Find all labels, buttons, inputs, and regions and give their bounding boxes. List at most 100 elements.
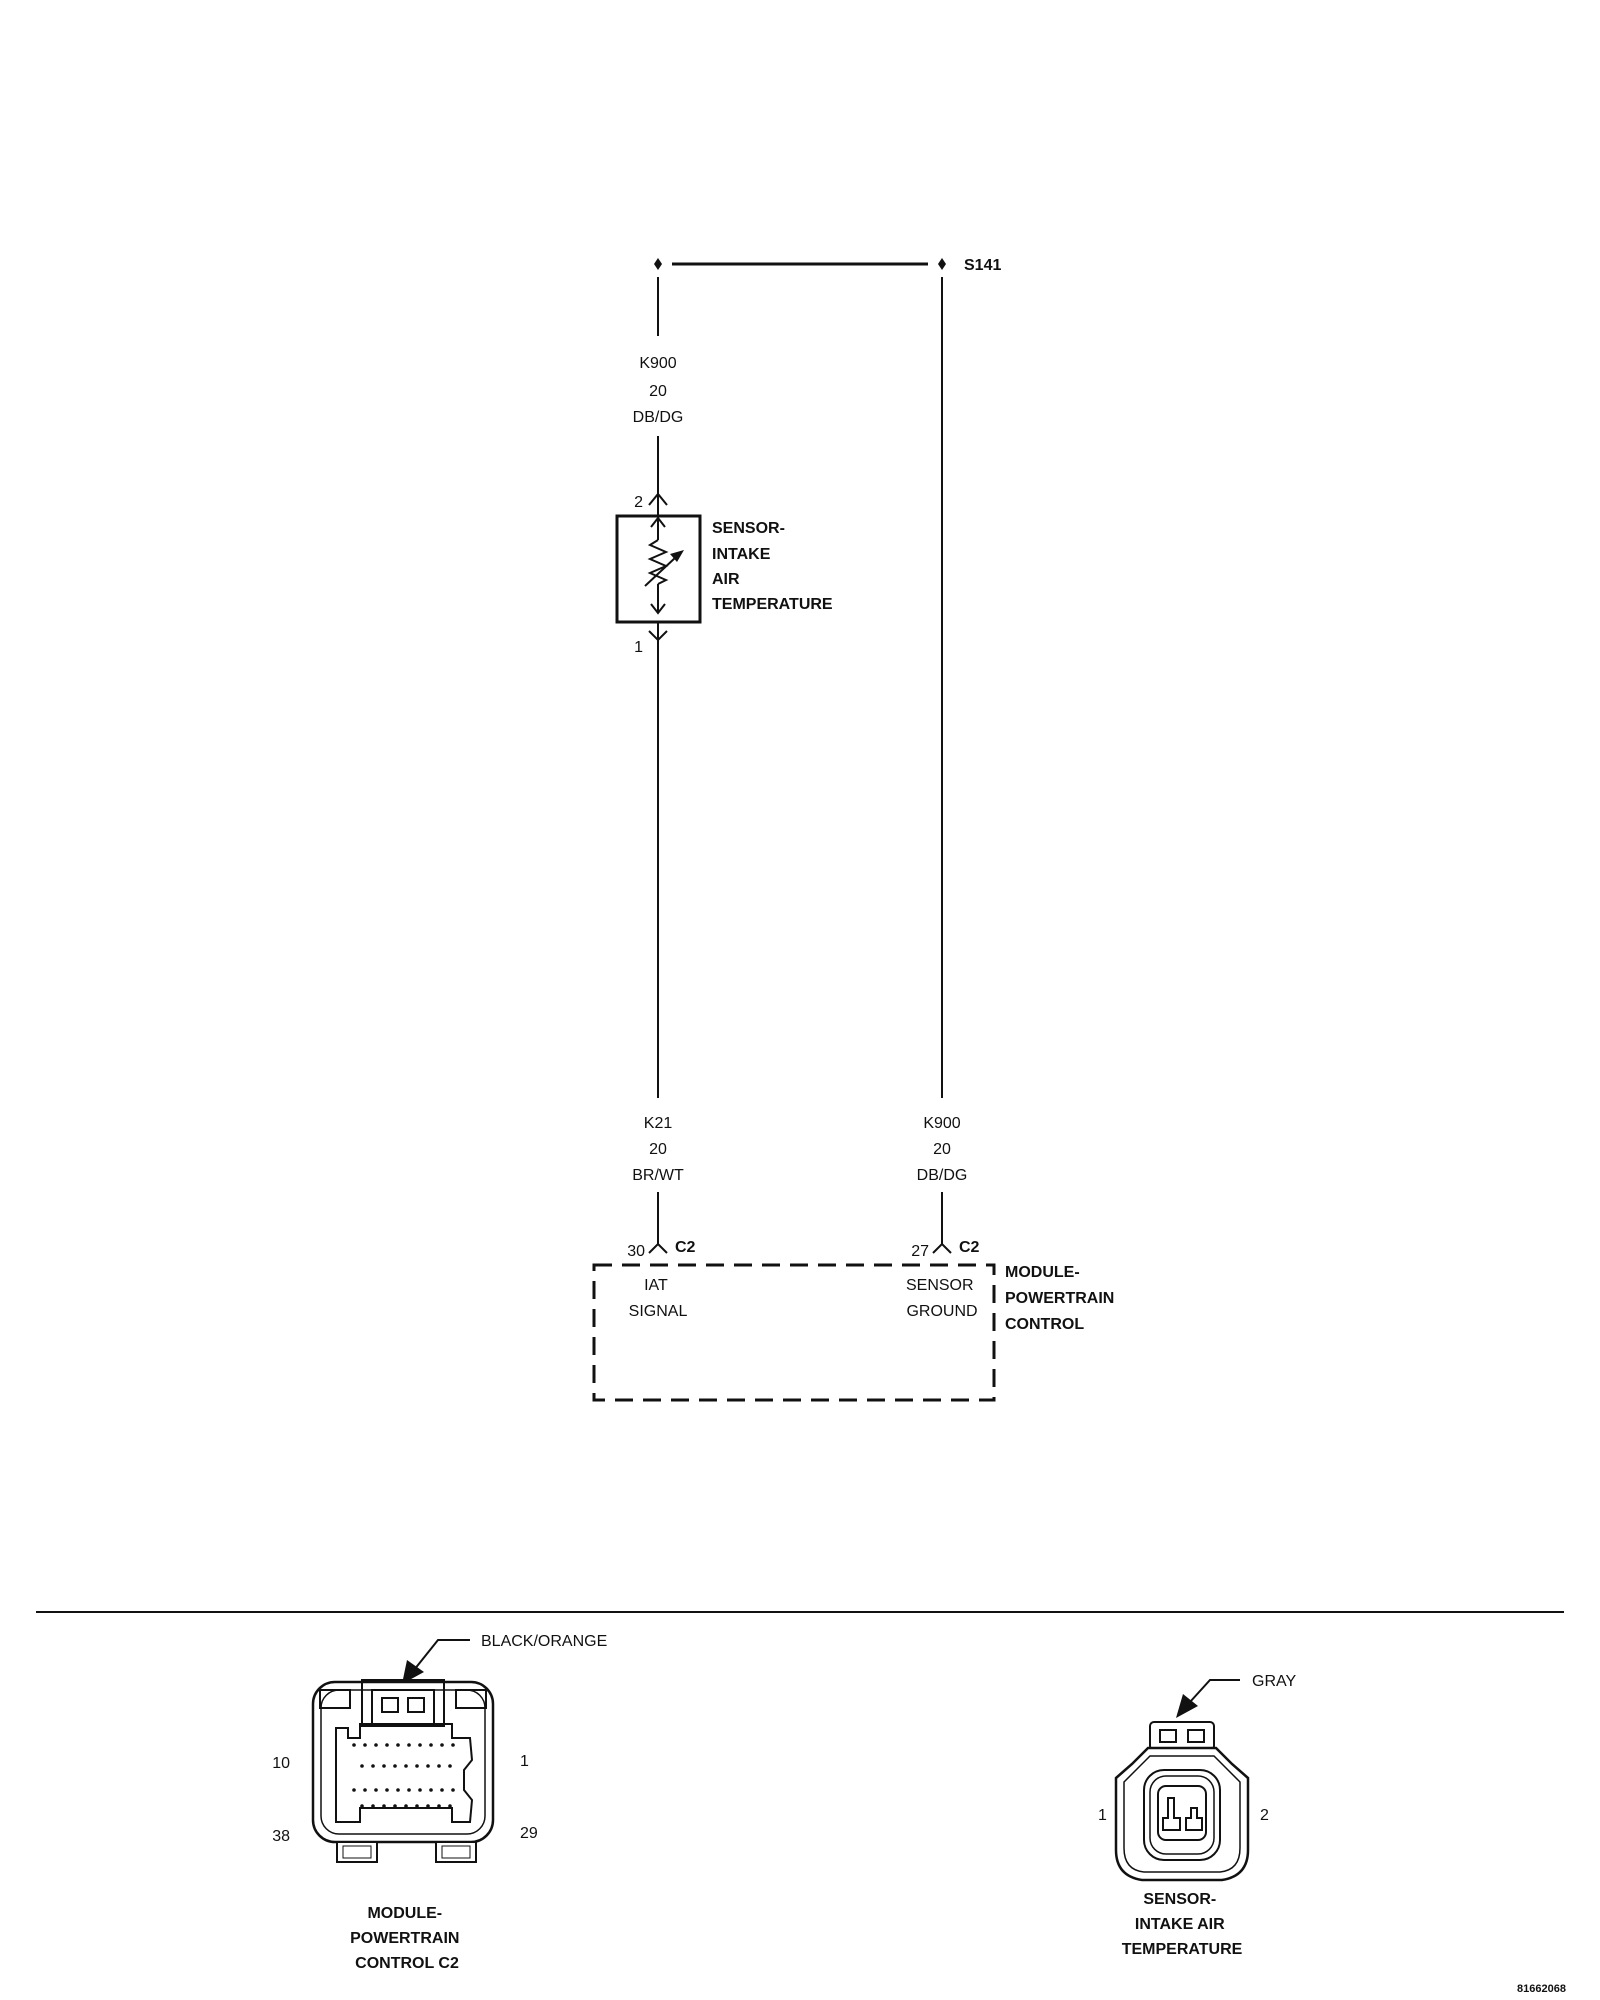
splice-label: S141 (964, 257, 1001, 274)
pin-cavity-dot (382, 1764, 386, 1768)
pin-cavity-dot (393, 1804, 397, 1808)
pin-cavity-dot (448, 1764, 452, 1768)
pin-cavity-dot (360, 1764, 364, 1768)
pcm-pin-27-connector: C2 (959, 1239, 980, 1256)
pcm-pin-label-29: 29 (520, 1825, 538, 1842)
sensor-internal-arrow-bottom (650, 603, 666, 615)
pin-cavity-dot (393, 1764, 397, 1768)
wire-color-label: BR/WT (632, 1167, 684, 1184)
connector-latch-inner (371, 1689, 435, 1727)
color-callout-arrowhead-icon (402, 1660, 424, 1684)
pin-cavity-dot (415, 1804, 419, 1808)
connector-cavity-frame (1157, 1785, 1207, 1841)
figure-number: 81662068 (1517, 1983, 1566, 1995)
connector-latch-tab (1187, 1729, 1205, 1743)
pin-cavity-dot (415, 1764, 419, 1768)
connector-latch-tab (1159, 1729, 1177, 1743)
pcm-pin-30-function: IAT SIGNAL (629, 1277, 688, 1320)
connector-foot (435, 1841, 477, 1863)
pin-cavity-dot (374, 1743, 378, 1747)
pin-cavity-dot (374, 1788, 378, 1792)
pin-cavity-dot (440, 1743, 444, 1747)
pin-cavity-dot (437, 1764, 441, 1768)
pcm-pin-label-10: 10 (272, 1755, 290, 1772)
pin-cavity-dot (371, 1764, 375, 1768)
connector-body-outer (311, 1680, 495, 1844)
color-callout-leader (1189, 1679, 1240, 1703)
connector-body-inner (1123, 1755, 1241, 1873)
color-callout-leader (413, 1639, 470, 1671)
pin-cavity-dot (352, 1743, 356, 1747)
connector-pin-cavities (352, 1743, 455, 1808)
pcm-pin-27-function: SENSOR GROUND (906, 1277, 978, 1320)
pin-cavity-dot (404, 1764, 408, 1768)
connector-body-inner (320, 1689, 486, 1835)
pin-cavity-dot (426, 1804, 430, 1808)
variable-arrow-icon (644, 556, 677, 587)
wire-gauge-label: 20 (649, 383, 667, 400)
pin-cavity-dot (429, 1743, 433, 1747)
pin-cavity-dot (448, 1804, 452, 1808)
wire-gauge-label: 20 (933, 1141, 951, 1158)
wire-k21: K21 20 BR/WT (632, 640, 684, 1244)
pcm-module-outline (592, 1263, 996, 1402)
pin-cavity-dot (352, 1788, 356, 1792)
connector-corner-tab (455, 1689, 487, 1709)
pcm-pin-30-terminal (648, 1242, 668, 1254)
pcm-module: 30 C2 27 C2 IAT SIGNAL SENSOR GROUND MOD… (592, 1239, 1119, 1402)
connector-cavity (335, 1723, 474, 1823)
pin-cavity-dot (385, 1743, 389, 1747)
wire-k900-ground: K900 20 DB/DG (917, 277, 967, 1244)
wire-circuit-label: K900 (923, 1115, 960, 1132)
pin-cavity-dot (360, 1804, 364, 1808)
pin-cavity-dot (437, 1804, 441, 1808)
wire-circuit-label: K900 (639, 355, 676, 372)
sensor-pin-1-label: 1 (634, 639, 643, 656)
splice-node-right (938, 258, 946, 270)
pcm-pin-30-connector: C2 (675, 1239, 696, 1256)
wire-circuit-label: K21 (644, 1115, 673, 1132)
pin-cavity-dot (382, 1804, 386, 1808)
sensor-pin-label-2: 2 (1260, 1807, 1269, 1824)
pcm-pin-label-1: 1 (520, 1753, 529, 1770)
connector-face-inner (1149, 1775, 1215, 1855)
iat-sensor-symbol: 2 1 SENSOR- INTAKE AIR TEMPERATURE (615, 492, 833, 656)
iat-sensor-connector-view: GRAY 1 2 SENSOR- INTAKE AIR TEMPERATURE (1098, 1673, 1296, 1958)
thermistor-icon (647, 539, 669, 585)
pin-cavity-dot (426, 1764, 430, 1768)
splice-s141: S141 (654, 257, 1001, 274)
pin-cavity-dot (451, 1743, 455, 1747)
connector-latch-tab (407, 1697, 425, 1713)
pcm-pin-30-number: 30 (627, 1243, 645, 1260)
pin-cavity-dot (371, 1804, 375, 1808)
pcm-module-name: MODULE- POWERTRAIN CONTROL (1005, 1264, 1119, 1333)
sensor-terminal-2-icon (1185, 1807, 1203, 1831)
pin-cavity-dot (396, 1743, 400, 1747)
wire-color-label: DB/DG (633, 409, 684, 426)
pin-cavity-dot (451, 1788, 455, 1792)
pin-cavity-dot (440, 1788, 444, 1792)
connector-foot (336, 1841, 378, 1863)
pcm-connector-title: MODULE- POWERTRAIN CONTROL C2 (350, 1905, 464, 1972)
variable-arrowhead-icon (670, 550, 684, 562)
pcm-pin-27-number: 27 (911, 1243, 929, 1260)
pcm-pin-27-terminal (932, 1242, 952, 1254)
pin-cavity-dot (363, 1743, 367, 1747)
pcm-c2-connector-view: BLACK/ORANGE 10 1 38 29 MODULE- POWERTRA… (272, 1633, 607, 1972)
pin-cavity-dot (418, 1788, 422, 1792)
connector-foot-inner (342, 1845, 372, 1859)
pin-cavity-dot (363, 1788, 367, 1792)
sensor-name: SENSOR- INTAKE AIR TEMPERATURE (712, 520, 833, 613)
pcm-connector-color: BLACK/ORANGE (481, 1633, 607, 1650)
wire-k900-upper: K900 20 DB/DG (633, 277, 684, 494)
pcm-pin-label-38: 38 (272, 1828, 290, 1845)
connector-latch-tab (381, 1697, 399, 1713)
pin-cavity-dot (407, 1788, 411, 1792)
pin-cavity-dot (385, 1788, 389, 1792)
sensor-pin-2-label: 2 (634, 494, 643, 511)
pin-cavity-dot (418, 1743, 422, 1747)
connector-foot-inner (441, 1845, 471, 1859)
splice-node-left (654, 258, 662, 270)
sensor-connector-color: GRAY (1252, 1673, 1296, 1690)
